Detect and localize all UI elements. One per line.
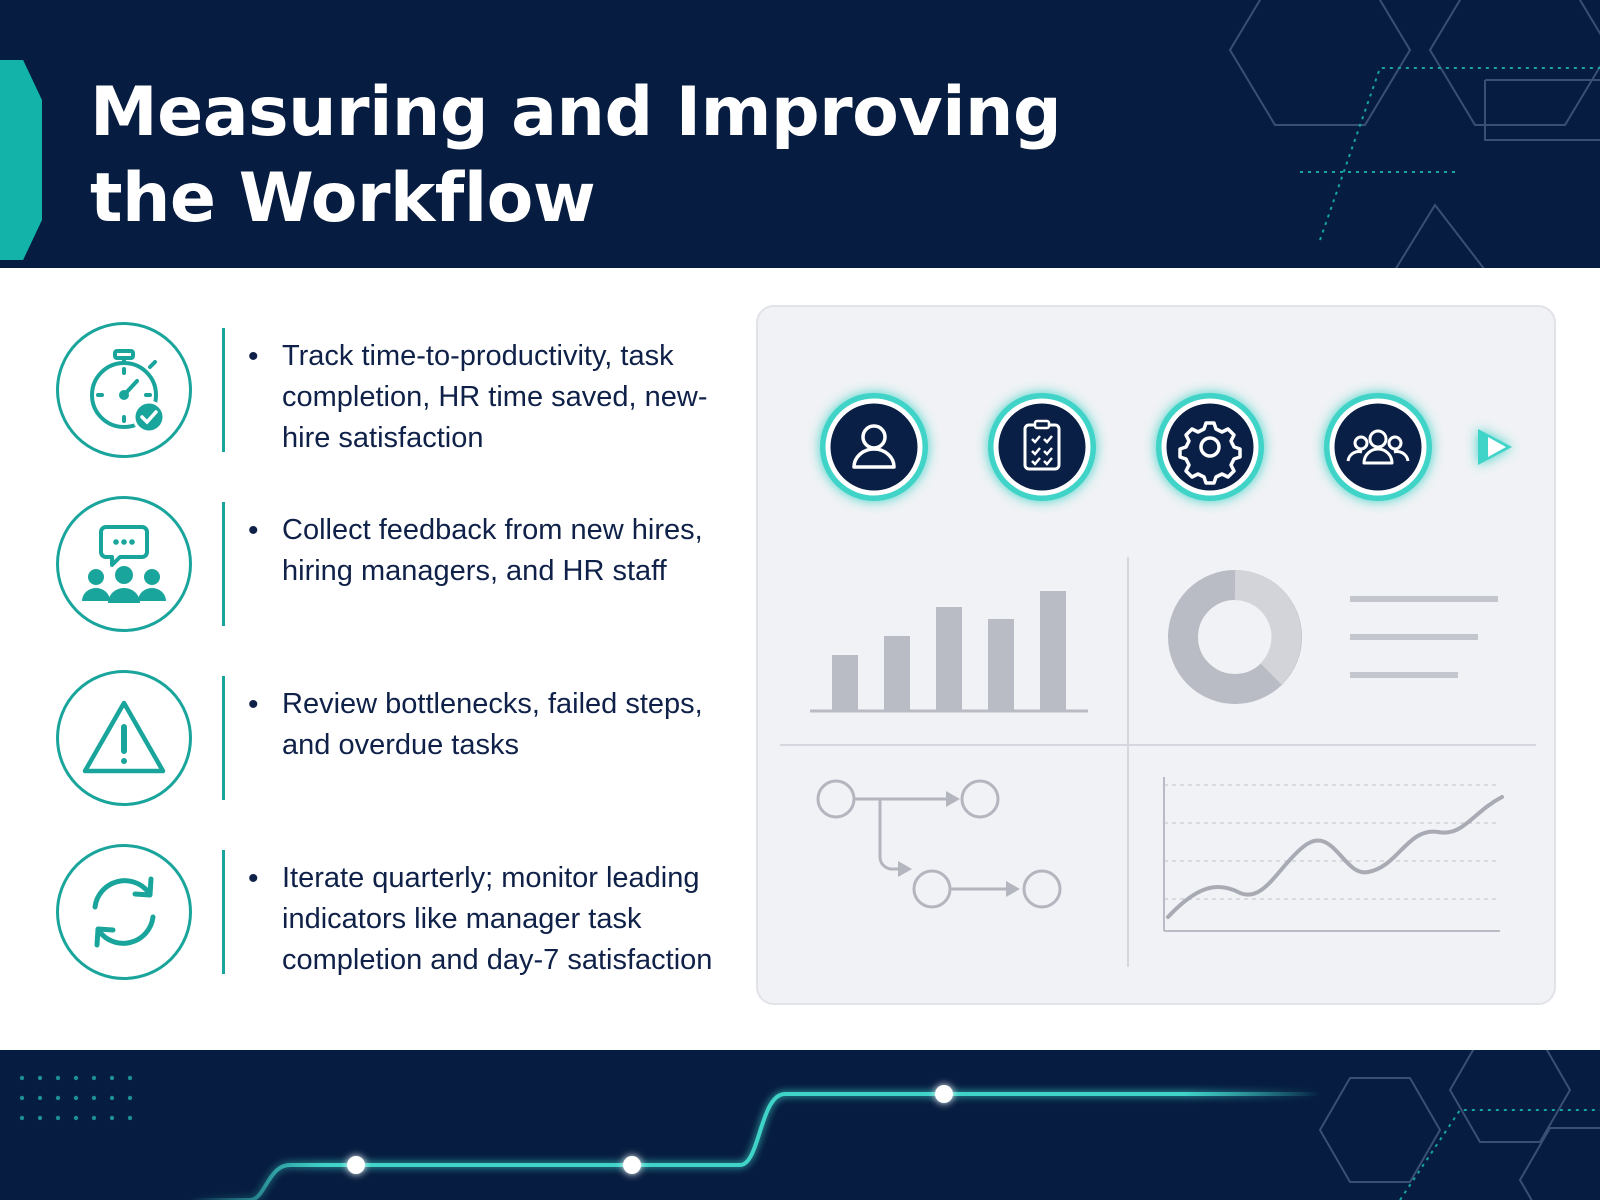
bar-chart-illustration [810,591,1088,713]
dot-grid-decoration [19,1075,133,1121]
gear-icon [1156,393,1264,501]
item-text: Collect feedback from new hires, hiring … [248,510,718,592]
hexagon-decoration [1228,0,1600,268]
page-title: Measuring and Improving the Workflow [90,73,1062,238]
person-icon [820,393,928,501]
stopwatch-check-icon [56,322,192,458]
feedback-people-icon [56,496,192,632]
team-icon [1324,393,1432,501]
hexagon-decoration [1318,1050,1600,1200]
item-divider [222,502,225,626]
list-item-review: Review bottlenecks, failed steps, and ov… [56,670,716,810]
line-chart-illustration [1163,777,1504,932]
item-divider [222,676,225,800]
checklist-icon [988,393,1096,501]
progress-line-decoration [190,1092,1320,1200]
item-text: Iterate quarterly; monitor leading indic… [248,858,718,981]
refresh-cycle-icon [56,844,192,980]
dashboard-illustration [756,305,1556,1005]
footer-banner [0,1050,1600,1200]
dashboard-graphics [780,393,1536,967]
flow-diagram-illustration [816,779,1062,909]
item-divider [222,850,225,974]
legend-lines-illustration [1350,596,1498,678]
list-item-feedback: Collect feedback from new hires, hiring … [56,496,716,636]
donut-chart-illustration [1168,570,1302,704]
list-item-metrics: Track time-to-productivity, task complet… [56,322,716,462]
list-item-iterate: Iterate quarterly; monitor leading indic… [56,844,716,984]
item-divider [222,328,225,452]
header-banner: Measuring and Improving the Workflow [0,0,1600,268]
warning-triangle-icon [56,670,192,806]
footer-decoration [19,1050,1600,1200]
header-accent-tab [0,60,42,260]
item-text: Track time-to-productivity, task complet… [248,336,718,459]
item-text: Review bottlenecks, failed steps, and ov… [248,684,718,766]
